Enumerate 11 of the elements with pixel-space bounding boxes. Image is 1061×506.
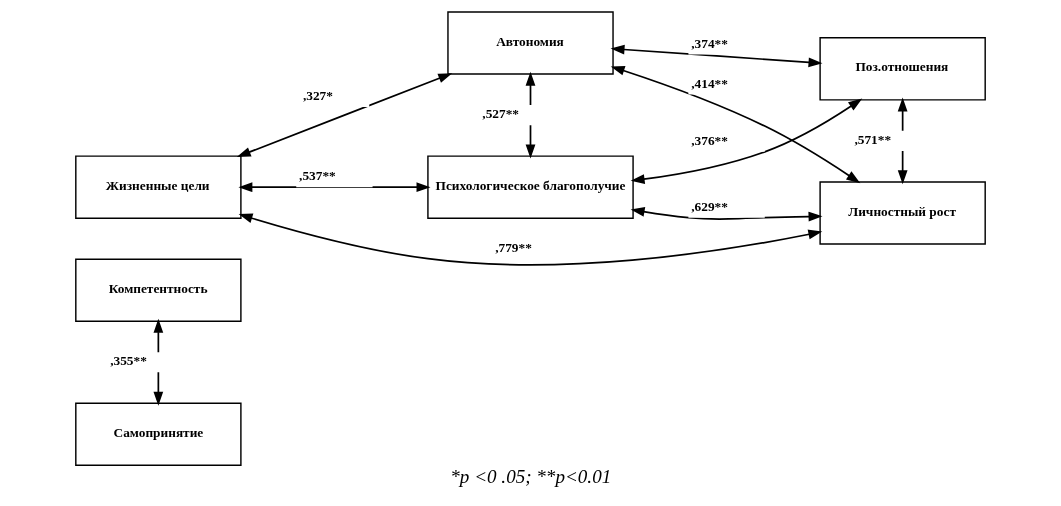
edge-label: ,779** <box>495 239 532 255</box>
edge-label: ,527** <box>482 106 520 122</box>
edge-label: ,629** <box>691 198 728 214</box>
edge-label: ,571** <box>854 131 892 147</box>
edge-label: ,537** <box>299 168 336 184</box>
edge-label: ,355** <box>110 353 147 369</box>
caption: *p <0 .05; **p<0.01 <box>450 466 612 488</box>
edge-label: ,414** <box>691 75 728 91</box>
edge-label: ,374** <box>691 35 728 51</box>
edge-label: ,376** <box>691 132 728 148</box>
edge-label: ,327* <box>302 88 333 104</box>
